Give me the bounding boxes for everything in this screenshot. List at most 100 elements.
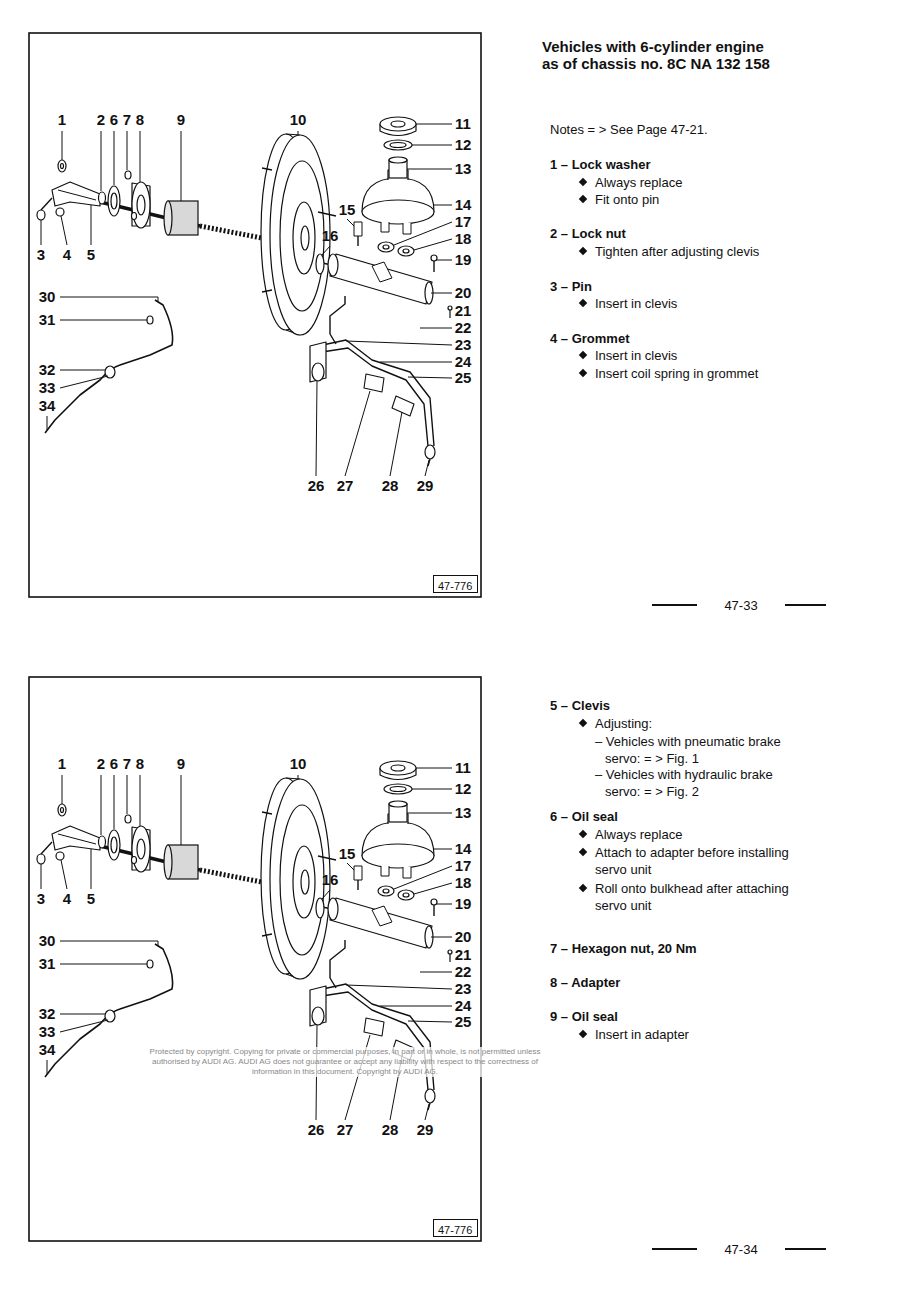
leader-line — [140, 775, 141, 826]
leader-line — [101, 775, 102, 835]
callout-number: 17 — [455, 214, 472, 230]
bolt — [449, 954, 450, 962]
exploded-view — [29, 33, 481, 597]
leader-line — [60, 1014, 105, 1015]
union-nut — [425, 1089, 435, 1103]
page-title: Vehicles with 6-cylinder engine as of ch… — [542, 38, 782, 72]
hexagon-nut — [132, 213, 137, 220]
callout-number: 9 — [177, 756, 185, 772]
adapter — [137, 839, 145, 859]
leader-line — [434, 849, 452, 850]
callout-number: 18 — [455, 875, 472, 891]
bolt — [448, 950, 452, 954]
callout-number: 25 — [455, 370, 472, 386]
reservoir — [403, 867, 411, 878]
callout-number: 9 — [177, 112, 185, 128]
bullet-diamond — [579, 195, 587, 203]
lock-washer — [58, 160, 66, 172]
leader-line — [412, 789, 452, 790]
callout-number: 12 — [455, 137, 472, 153]
callout-number: 7 — [123, 756, 131, 772]
callout-number: 19 — [455, 252, 472, 268]
callout-number: 4 — [63, 247, 71, 263]
leader-line — [60, 297, 158, 298]
page-rule — [785, 1248, 826, 1250]
oil-seal — [108, 830, 120, 860]
leader-line — [420, 328, 452, 329]
leader-line — [416, 768, 452, 769]
lock-nut — [99, 192, 106, 204]
item-note: Insert in clevis — [595, 295, 795, 312]
callout-number: 7 — [123, 112, 131, 128]
item-heading: 4 – Grommet — [550, 330, 629, 347]
screw — [433, 261, 434, 272]
item-note: Fit onto pin — [595, 191, 795, 208]
leader-line — [60, 941, 158, 942]
strainer — [389, 801, 407, 807]
callout-number: 21 — [455, 303, 472, 319]
leader-line — [127, 131, 128, 170]
banjo-bolt — [312, 363, 324, 381]
bullet-diamond — [579, 830, 587, 838]
grommet — [403, 893, 409, 897]
sensor — [357, 236, 358, 246]
leader-line — [380, 362, 452, 363]
bullet-diamond — [579, 178, 587, 186]
bullet-diamond — [579, 247, 587, 255]
union-nut — [425, 445, 435, 459]
figure-frame — [29, 33, 481, 597]
leader-line — [414, 239, 452, 250]
callout-number: 22 — [455, 964, 472, 980]
callout-number: 12 — [455, 781, 472, 797]
page-rule — [785, 604, 826, 606]
callout-number: 23 — [455, 337, 472, 353]
leader-line — [298, 131, 299, 135]
callout-number: 5 — [87, 247, 95, 263]
leader-line — [390, 412, 402, 476]
leader-line — [408, 377, 452, 378]
cap — [391, 765, 405, 771]
callout-number: 24 — [455, 354, 472, 370]
reservoir — [403, 223, 411, 234]
oil-seal — [164, 201, 172, 235]
bullet-diamond — [579, 369, 587, 377]
leader-line — [346, 341, 452, 345]
leader-line — [431, 293, 452, 294]
grommet — [383, 889, 389, 893]
reservoir — [381, 222, 389, 232]
adapter — [132, 826, 150, 872]
seal-ring — [316, 898, 324, 918]
item-note: Insert in clevis — [595, 347, 795, 364]
bracket — [364, 1018, 384, 1036]
callout-number: 33 — [39, 1024, 56, 1040]
callout-number: 2 — [97, 112, 105, 128]
callout-number: 11 — [455, 760, 471, 776]
callout-number: 30 — [39, 933, 56, 949]
callout-number: 15 — [339, 202, 356, 218]
item-heading: 6 – Oil seal — [550, 808, 618, 825]
leader-line — [322, 246, 330, 255]
item-heading: 8 – Adapter — [550, 974, 620, 991]
item-heading: 5 – Clevis — [550, 697, 610, 714]
hexagon-nut — [125, 815, 131, 823]
grommet — [398, 246, 414, 256]
screw — [431, 255, 437, 261]
oil-seal — [108, 186, 120, 216]
bullet-diamond — [579, 719, 587, 727]
callout-number: 13 — [455, 161, 472, 177]
pipe-nut — [147, 960, 153, 968]
leader-line — [158, 297, 159, 302]
clevis — [52, 826, 100, 850]
leader-line — [127, 775, 128, 814]
callout-number: 10 — [290, 112, 307, 128]
grommet — [378, 242, 394, 252]
page-number: 47-34 — [711, 1241, 771, 1258]
sensor — [357, 880, 358, 890]
leader-line — [347, 863, 354, 870]
stud — [262, 812, 272, 814]
grommet — [383, 245, 389, 249]
master-cylinder — [328, 898, 338, 920]
leader-line — [408, 1021, 452, 1022]
callout-number: 31 — [39, 312, 56, 328]
item-heading: 7 – Hexagon nut, 20 Nm — [550, 940, 697, 957]
